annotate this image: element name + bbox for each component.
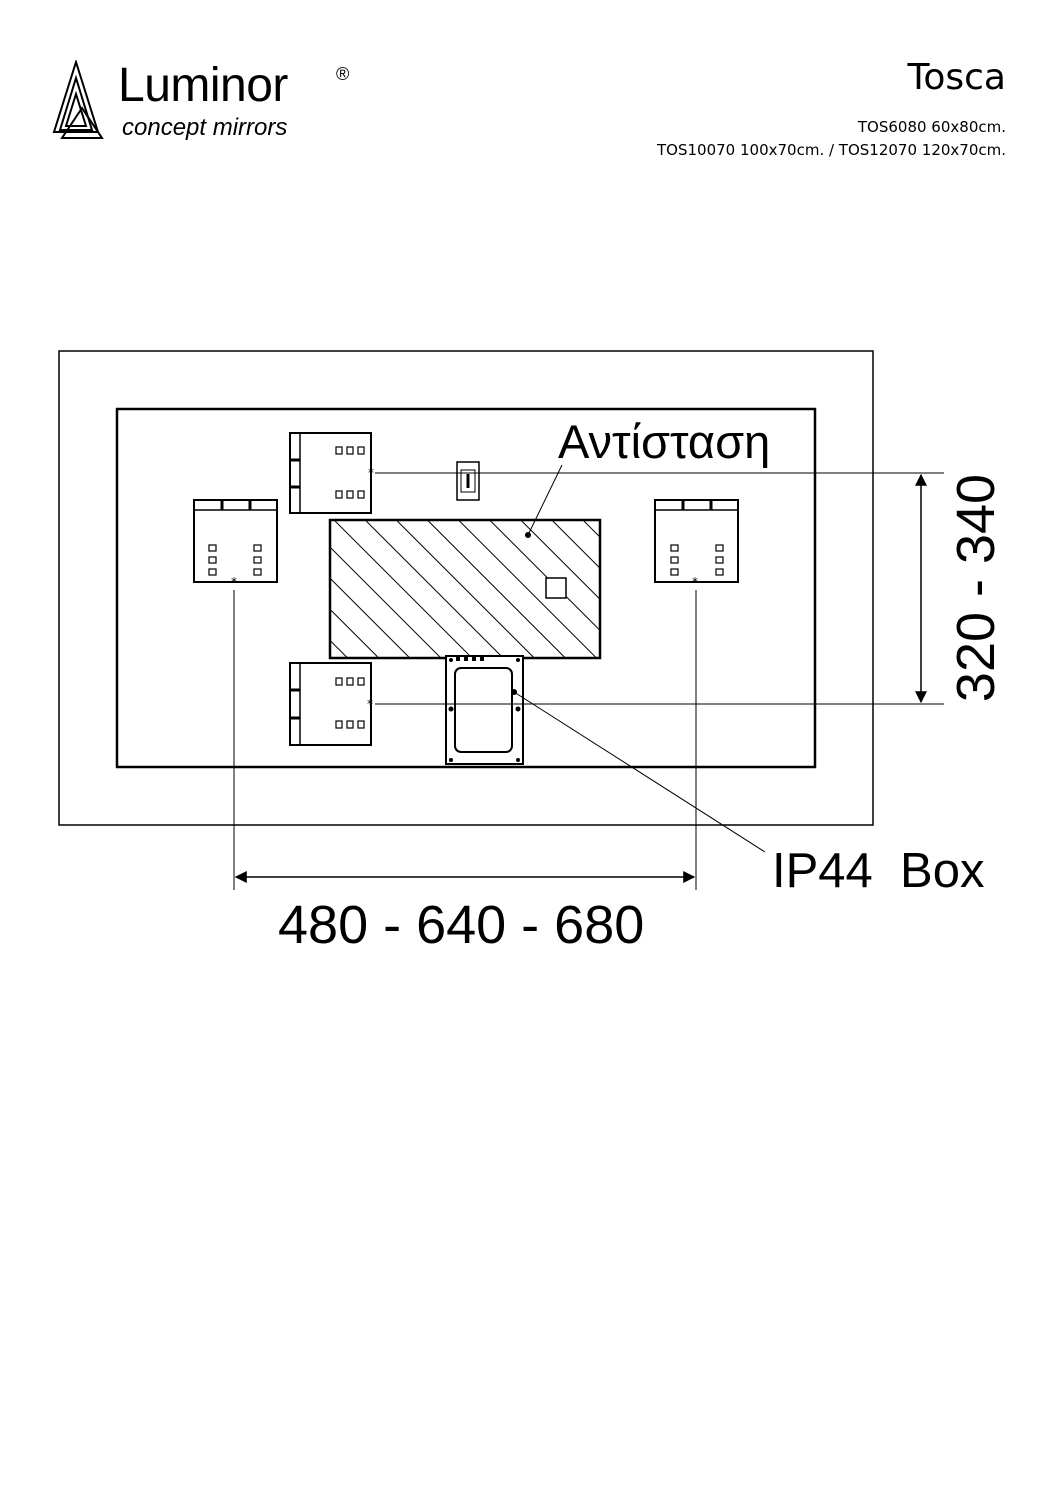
luminor-triangle-logo-icon — [52, 60, 104, 139]
heater-connector — [545, 577, 567, 599]
brand-tagline: concept mirrors — [122, 114, 288, 141]
bracket-top: * — [289, 432, 374, 514]
brand-name: Luminor — [118, 59, 288, 112]
bracket-right: * — [654, 499, 739, 589]
box-leader — [513, 691, 766, 853]
mirror-outline — [58, 350, 874, 826]
ip44-box-label: IP44 Box — [772, 844, 984, 898]
svg-text:*: * — [692, 575, 698, 589]
svg-text:*: * — [368, 466, 374, 480]
svg-text:*: * — [231, 575, 237, 589]
heater-label: Αντίσταση — [558, 415, 770, 468]
svg-text:*: * — [367, 697, 373, 711]
bracket-bottom: * — [289, 662, 373, 746]
model-line: TOS6080 60x80cm. — [857, 118, 1006, 136]
heater-leader — [527, 464, 563, 536]
switch-icon — [456, 461, 480, 501]
ip44-box — [445, 655, 524, 765]
bracket-left: * — [193, 499, 278, 589]
product-title: Tosca — [907, 57, 1006, 98]
horizontal-dimension-label: 480 - 640 - 680 — [278, 895, 644, 955]
inner-frame — [115, 407, 817, 769]
model-list: TOS6080 60x80cm. TOS10070 100x70cm. / TO… — [657, 116, 1006, 162]
registered-mark: ® — [336, 64, 350, 84]
brand-logo: Luminor ® concept mirrors — [52, 58, 372, 148]
model-line: TOS10070 100x70cm. / TOS12070 120x70cm. — [657, 141, 1006, 159]
vertical-dimension-label: 320 - 340 — [946, 474, 1006, 702]
